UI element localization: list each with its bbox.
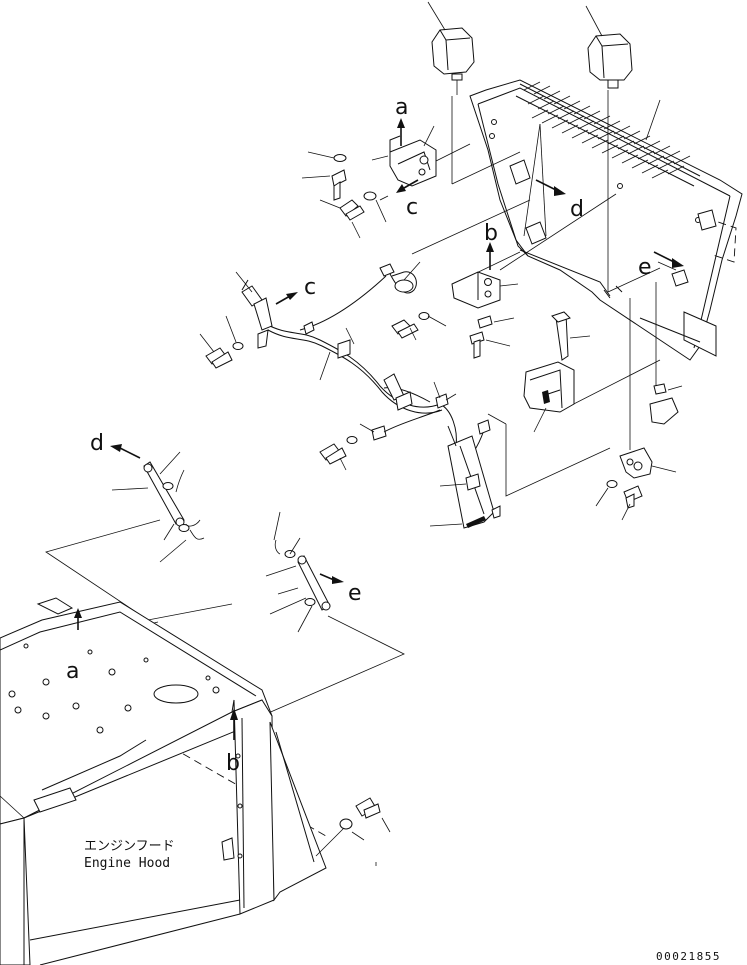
engine-hood-label-japanese: エンジンフード — [84, 839, 175, 854]
cover-grille — [515, 81, 701, 187]
work-lamp-right — [585, 5, 633, 89]
callout-a-hood: a — [66, 659, 79, 684]
rear-lamp — [523, 261, 683, 521]
callout-b-middle: b — [484, 221, 498, 246]
wire-harness — [199, 261, 501, 529]
hood-holes — [8, 643, 220, 734]
engine-hood-label-english: Engine Hood — [84, 856, 170, 871]
hood-stay-left — [110, 444, 205, 563]
hood-stay-right — [265, 511, 344, 633]
work-lamp-left — [427, 1, 475, 95]
drawing-number: 00021855 — [656, 950, 721, 963]
lamp-bracket-upper — [301, 118, 437, 239]
callout-d-strap: d — [90, 431, 104, 456]
lamp-bracket-middle — [391, 242, 519, 359]
callout-a-top: a — [395, 95, 408, 120]
engine-hood — [0, 597, 391, 965]
callout-b-hood: b — [226, 751, 240, 776]
callout-e-strap: e — [348, 581, 362, 606]
callout-d-cover: d — [570, 197, 584, 222]
callout-arrows — [535, 179, 684, 268]
callout-c-harness: c — [304, 275, 316, 300]
callout-e-cover: e — [638, 255, 652, 280]
callout-c-bracket: c — [406, 195, 418, 220]
rear-cover — [469, 79, 743, 361]
